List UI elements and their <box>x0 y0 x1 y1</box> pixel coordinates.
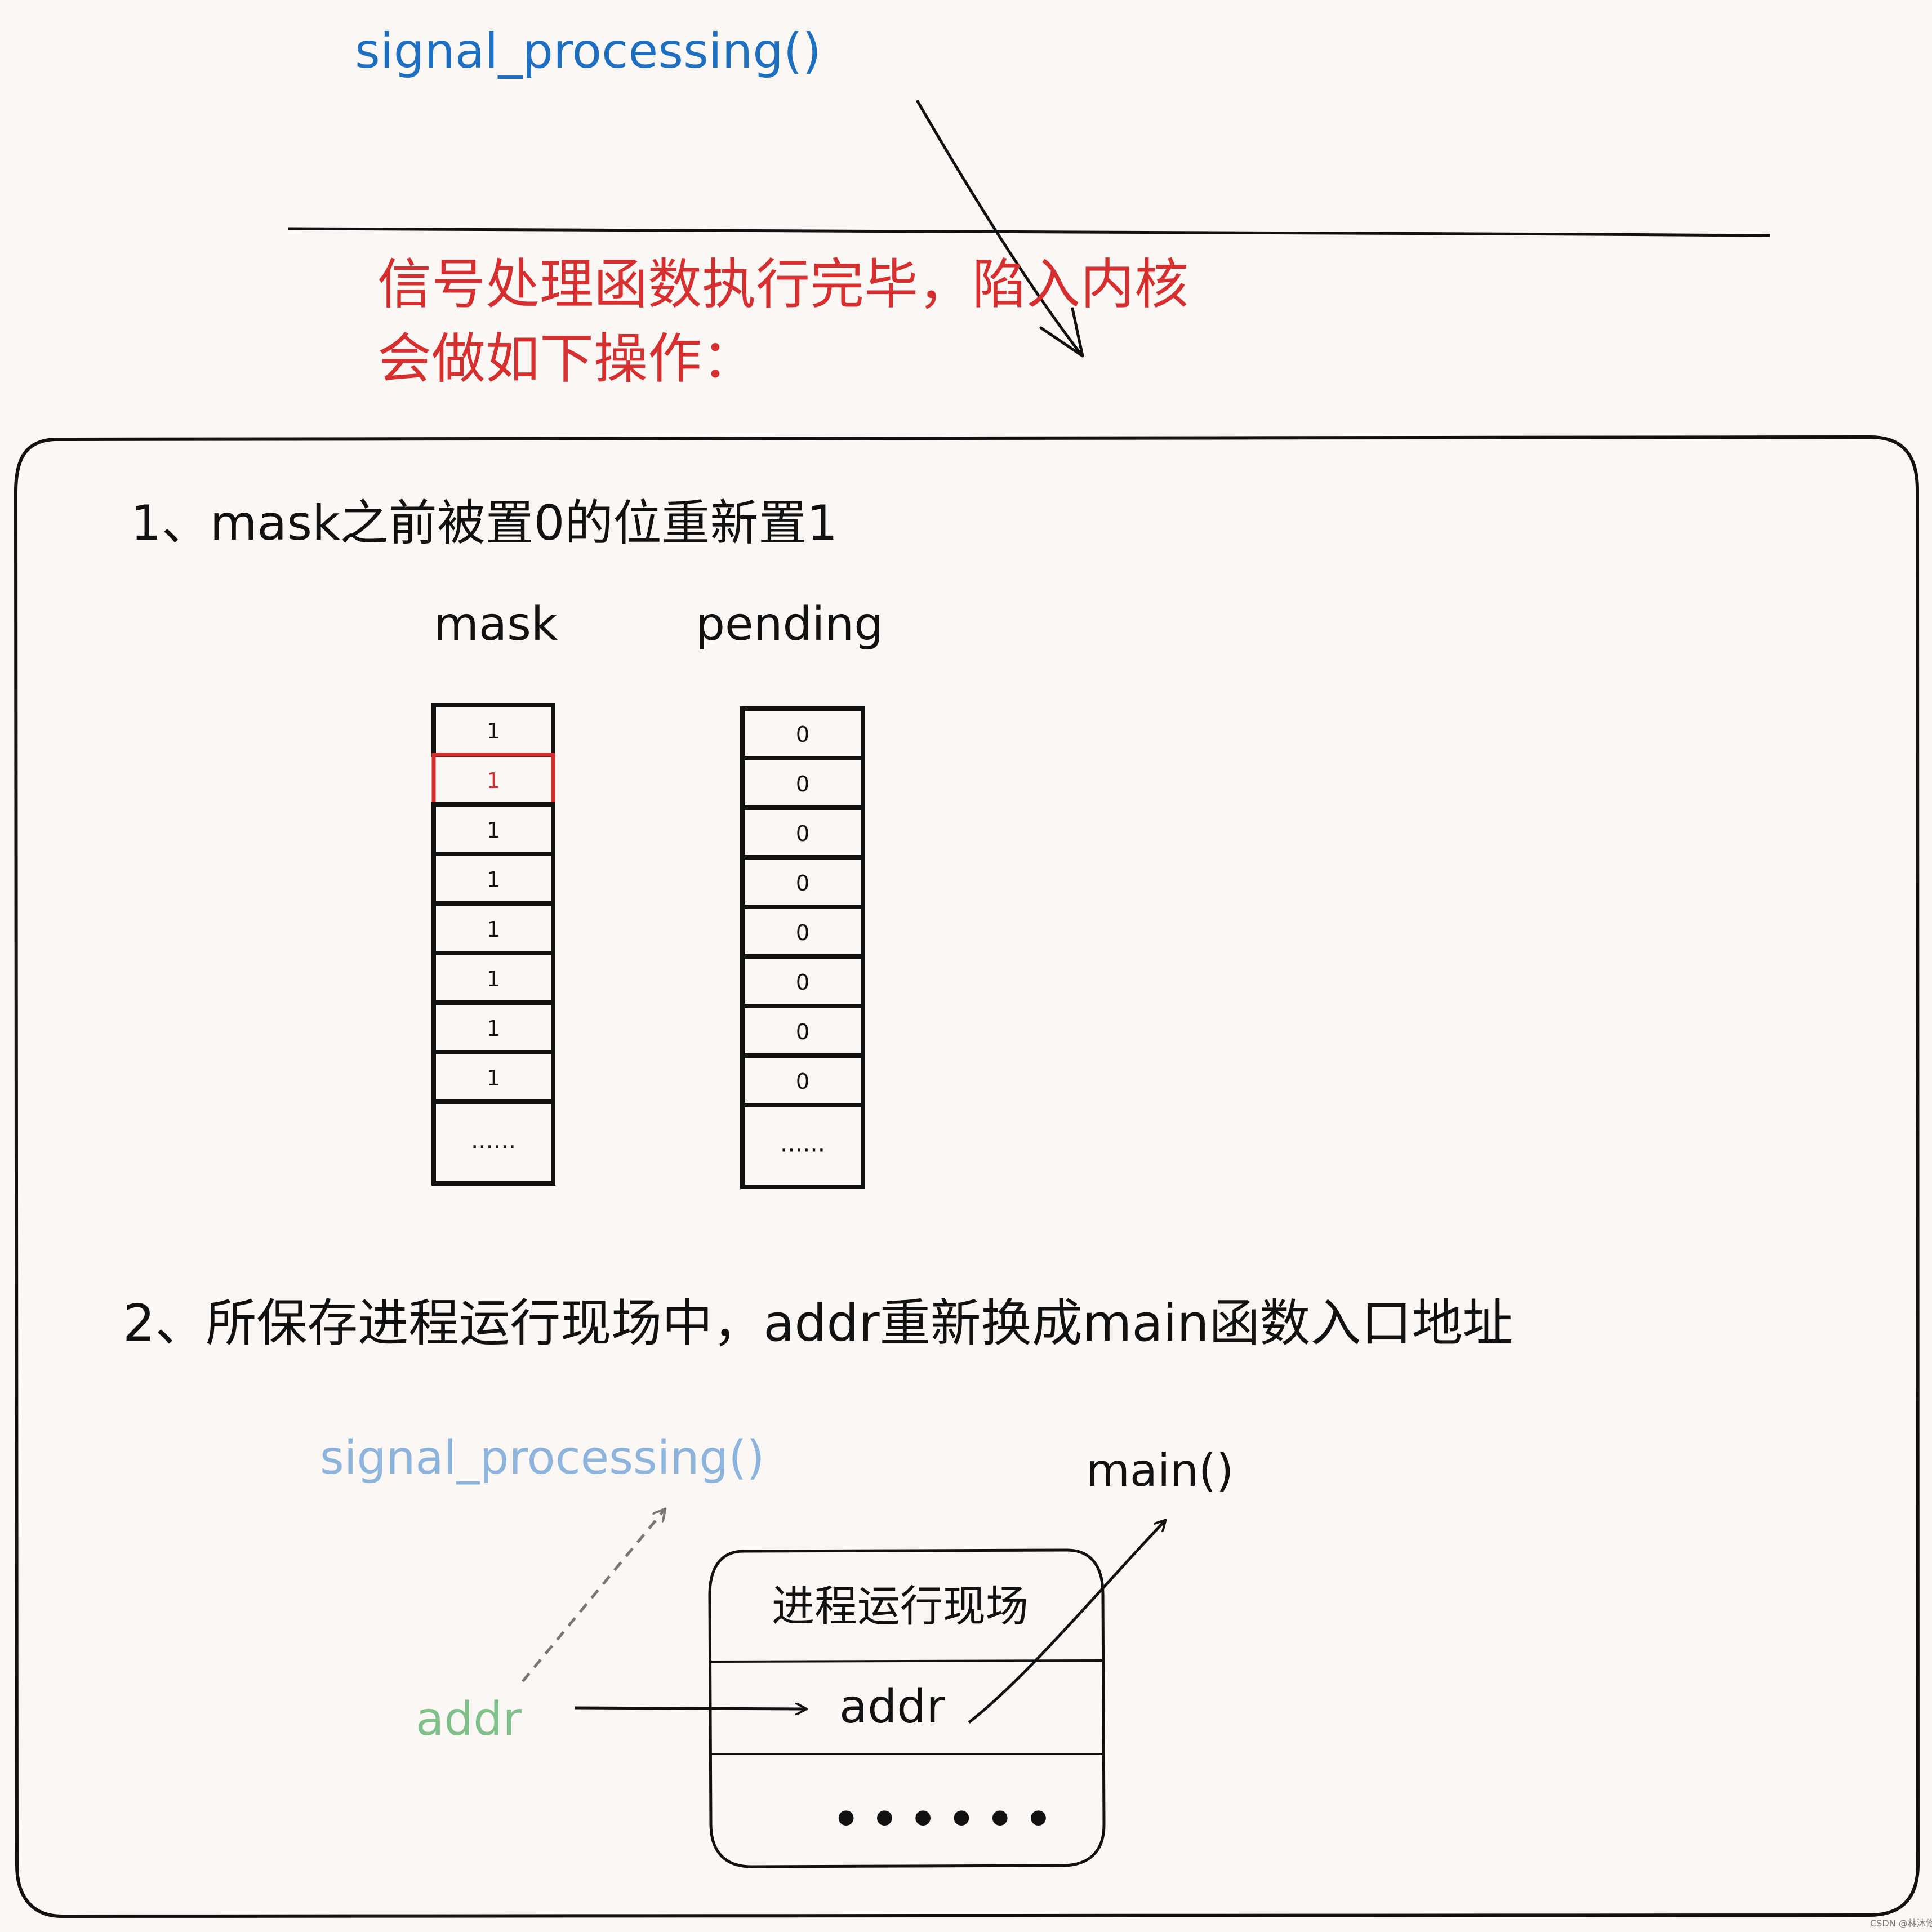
mask-cell-more-text: ...... <box>471 1127 516 1154</box>
note-line-2: 会做如下操作： <box>377 327 756 390</box>
main-entry-arrow <box>968 1521 1165 1724</box>
mask-cell-3-text: 1 <box>487 818 500 843</box>
old-address-dashed-arrow <box>522 1510 665 1682</box>
kernel-separator-line <box>288 227 1770 237</box>
pending-cell-7-text: 0 <box>796 1020 809 1044</box>
step-2-text: 2、所保存进程运行现场中，addr重新换成main函数入口地址 <box>123 1294 1513 1353</box>
mask-cell-7-text: 1 <box>487 1016 500 1041</box>
addr-source-label: addr <box>416 1693 522 1746</box>
mask-title: mask <box>434 598 558 651</box>
pending-cell-1-text: 0 <box>796 722 809 747</box>
pending-cell-8-text: 0 <box>796 1069 809 1094</box>
pending-title: pending <box>696 598 883 651</box>
context-title: 进程运行现场 <box>772 1581 1029 1631</box>
pending-cell-3-text: 0 <box>796 821 809 846</box>
pending-cell-more <box>740 1103 865 1189</box>
context-more-dots: •••••• <box>831 1789 1062 1850</box>
watermark: CSDN @林沐修 <box>1870 1918 1932 1929</box>
pending-table: 0 0 0 0 0 0 0 0...... <box>740 706 865 1189</box>
pending-cell-6-text: 0 <box>796 970 809 995</box>
mask-cell-4-text: 1 <box>487 867 500 892</box>
mask-cell-5-text: 1 <box>487 917 500 942</box>
addr-copy-arrow <box>574 1708 805 1709</box>
mask-cell-8-text: 1 <box>487 1066 500 1090</box>
mask-cell-2-text: 1 <box>487 768 500 793</box>
context-divider-1 <box>709 1659 1103 1663</box>
mask-cell-6-text: 1 <box>487 967 500 991</box>
pending-cell-more-text: ...... <box>780 1130 825 1158</box>
pending-cell-4-text: 0 <box>796 871 809 896</box>
mask-cell-more <box>431 1099 555 1186</box>
faded-function-label: signal_processing() <box>320 1431 764 1485</box>
note-line-1: 信号处理函数执行完毕，陷入内核 <box>377 253 1188 316</box>
addr-slot-label: addr <box>839 1680 945 1734</box>
kernel-enter-arrow <box>915 99 1083 356</box>
step-1-text: 1、mask之前被置0的位重新置1 <box>131 495 838 551</box>
pending-cell-2-text: 0 <box>796 772 809 796</box>
mask-table: 1 1 1 1 1 1 1 1...... <box>431 703 555 1186</box>
main-panel-border <box>14 435 1920 1918</box>
main-label: main() <box>1086 1444 1234 1497</box>
pending-cell-5-text: 0 <box>796 920 809 945</box>
top-function-label: signal_processing() <box>355 23 821 79</box>
context-box-border <box>708 1548 1106 1868</box>
kernel-enter-arrowhead <box>1039 307 1084 358</box>
mask-cell-1-text: 1 <box>487 719 500 744</box>
